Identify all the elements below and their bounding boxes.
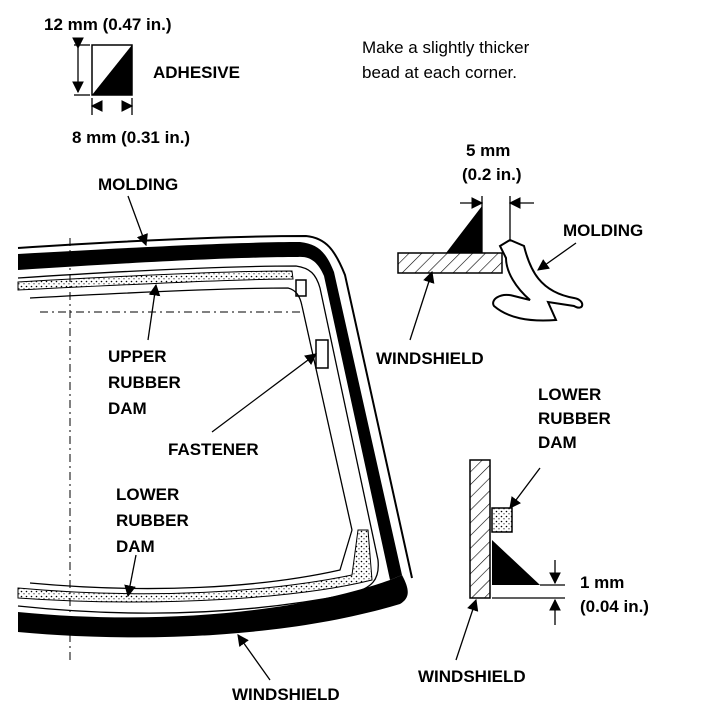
detail-molding-label: MOLDING: [563, 221, 643, 240]
molding-label: MOLDING: [98, 175, 178, 194]
upper-dam-label-3: DAM: [108, 399, 147, 418]
upper-dam-leader: [147, 283, 161, 341]
detail-windshield-top-leader: [409, 270, 435, 341]
lower-dam-label-1: LOWER: [116, 485, 179, 504]
fastener-label: FASTENER: [168, 440, 259, 459]
gap-1mm-label-2: (0.04 in.): [580, 597, 649, 616]
windshield-main-view: [17, 234, 413, 660]
detail-windshield-top-label: WINDSHIELD: [376, 349, 484, 368]
molding-leader: [127, 195, 148, 247]
detail-windshield-bottom-leader: [455, 598, 479, 661]
adhesive-height-label: 12 mm (0.47 in.): [44, 15, 172, 34]
windshield-label: WINDSHIELD: [232, 685, 340, 704]
upper-molding-detail: [397, 196, 584, 322]
lower-dam-detail: [469, 459, 565, 625]
detail-lower-dam-label-3: DAM: [538, 433, 577, 452]
gap-1mm-label-1: 1 mm: [580, 573, 624, 592]
corner-note-line-1: Make a slightly thicker: [362, 38, 530, 57]
detail-molding-leader: [537, 242, 577, 271]
adhesive-dimension-symbol: [72, 37, 134, 115]
lower-dam-label-3: DAM: [116, 537, 155, 556]
upper-dam-label-2: RUBBER: [108, 373, 181, 392]
gap-5mm-label-1: 5 mm: [466, 141, 510, 160]
windshield-leader: [237, 634, 271, 681]
lower-dam-label-2: RUBBER: [116, 511, 189, 530]
gap-5mm-label-2: (0.2 in.): [462, 165, 522, 184]
corner-note-line-2: bead at each corner.: [362, 63, 517, 82]
detail-lower-dam-label-1: LOWER: [538, 385, 601, 404]
upper-dam-label-1: UPPER: [108, 347, 167, 366]
fastener-leader: [211, 353, 317, 433]
adhesive-label: ADHESIVE: [153, 63, 240, 82]
detail-windshield-bottom-label: WINDSHIELD: [418, 667, 526, 686]
lower-dam-leader: [124, 554, 137, 598]
detail-lower-dam-label-2: RUBBER: [538, 409, 611, 428]
detail-lower-dam-leader: [509, 467, 541, 509]
adhesive-width-label: 8 mm (0.31 in.): [72, 128, 190, 147]
